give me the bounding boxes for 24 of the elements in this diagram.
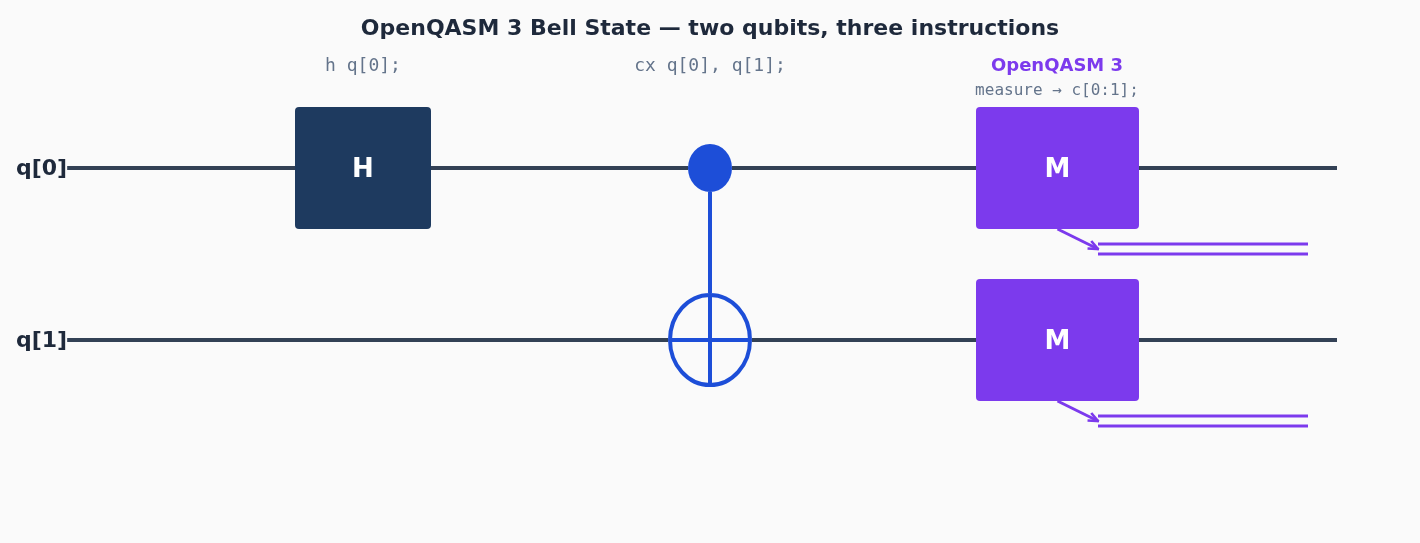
measure-arrow <box>1056 227 1100 251</box>
code-text: h q[0]; <box>325 54 401 76</box>
qubit-wire <box>752 338 976 342</box>
qubit-wire <box>67 166 295 170</box>
qubit-label: q[0] <box>16 154 68 182</box>
qubit-wire <box>67 338 668 342</box>
target-symbol <box>668 293 752 387</box>
classical-wire <box>1098 242 1308 256</box>
code-text: cx q[0], q[1]; <box>634 54 786 76</box>
diagram-title: OpenQASM 3 Bell State — two qubits, three instructions <box>360 14 1060 42</box>
control-dot <box>688 144 732 192</box>
measure-gate: M <box>976 279 1139 401</box>
qubit-wire <box>732 166 976 170</box>
language-label: OpenQASM 3 <box>990 54 1124 76</box>
qubit-wire <box>1139 338 1337 342</box>
qubit-wire <box>431 166 688 170</box>
control-line <box>708 192 712 293</box>
measure-gate: M <box>976 107 1139 229</box>
hadamard-gate: H <box>295 107 431 229</box>
classical-wire <box>1098 414 1308 428</box>
code-text: measure → c[0:1]; <box>975 80 1139 100</box>
measure-arrow <box>1056 399 1100 423</box>
qubit-label: q[1] <box>16 326 68 354</box>
qubit-wire <box>1139 166 1337 170</box>
